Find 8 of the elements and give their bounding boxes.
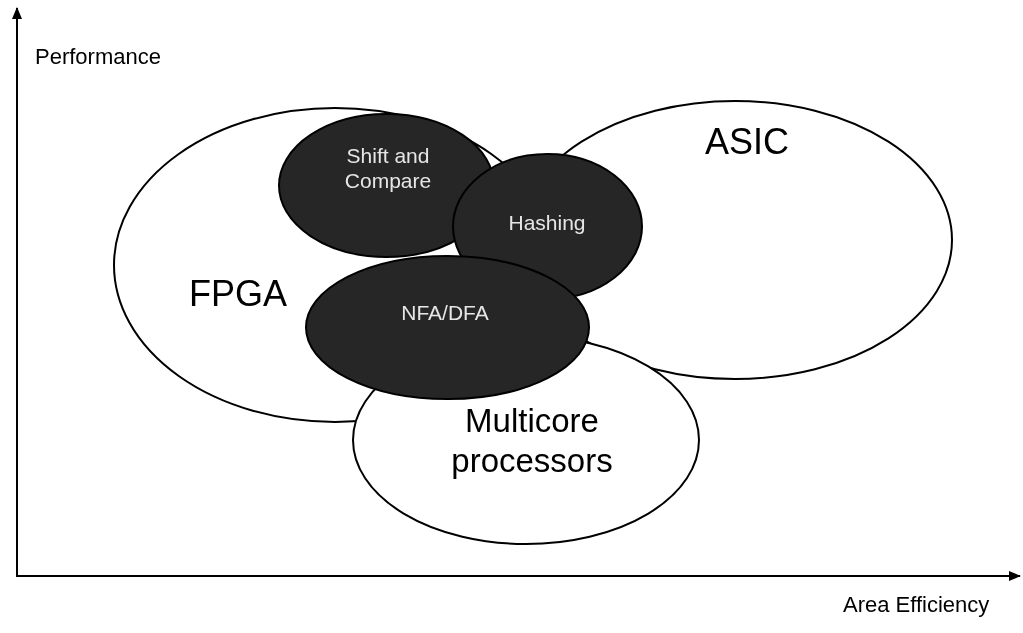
region-label: Shift and Compare	[343, 143, 433, 194]
axis-title: Performance	[35, 44, 161, 70]
region-label: FPGA	[188, 272, 288, 316]
axis-title: Area Efficiency	[843, 592, 990, 618]
region-label: ASIC	[704, 120, 790, 164]
region-label: Multicore processors	[450, 401, 614, 481]
region-label: Hashing	[507, 210, 587, 236]
region-label: NFA/DFA	[400, 300, 490, 326]
